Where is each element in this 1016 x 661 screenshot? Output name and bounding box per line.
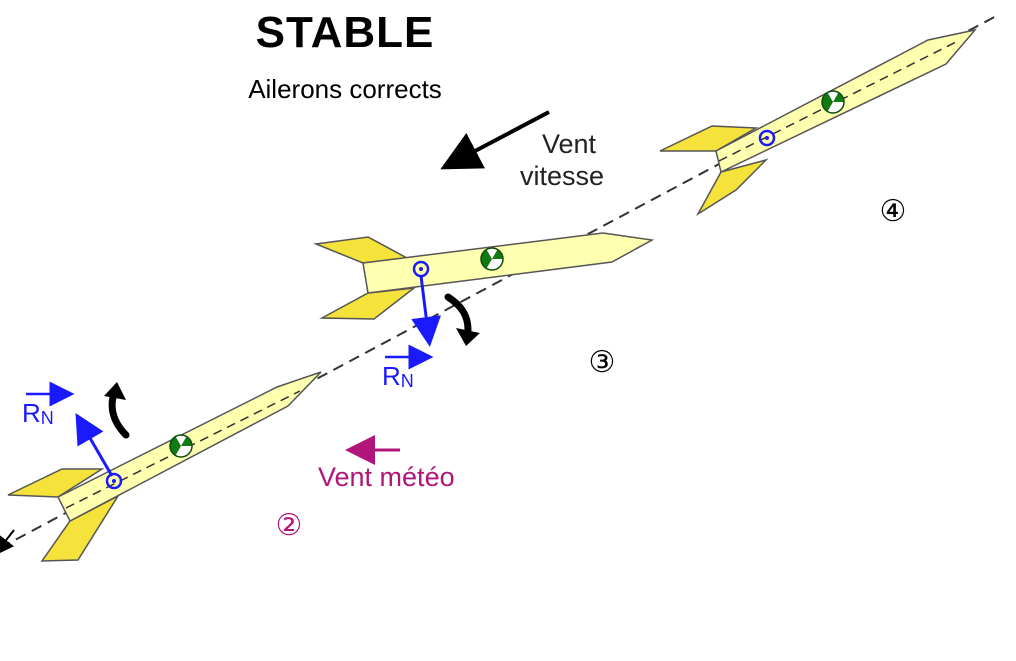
rocket-position-2	[0, 371, 322, 562]
wind-arrow-icon	[440, 110, 550, 170]
force-subscript: N	[400, 371, 414, 391]
rocket-position-3	[313, 232, 655, 347]
page-subtitle: Ailerons corrects	[248, 74, 442, 104]
normal-force-label-2: RN	[22, 398, 54, 429]
wind-speed-label: Vent vitesse	[520, 128, 604, 192]
page-title: STABLE	[255, 8, 435, 57]
position-label-4: ④	[880, 194, 907, 229]
force-symbol: R	[382, 361, 401, 391]
rocket-body	[362, 232, 655, 294]
normal-force-label-3: RN	[382, 361, 414, 392]
center-of-gravity-icon	[169, 434, 193, 458]
center-of-gravity-icon	[480, 247, 504, 271]
center-of-pressure-icon	[105, 472, 123, 490]
rocket-position-4	[659, 28, 978, 217]
center-of-gravity-icon	[821, 90, 845, 114]
position-label-2: ②	[276, 508, 303, 543]
normal-force-arrow	[75, 413, 114, 477]
wind-speed-line2: vitesse	[520, 161, 605, 191]
normal-force-arrow	[411, 275, 442, 347]
rocket-fin-bottom	[695, 158, 769, 217]
center-of-pressure-icon	[758, 129, 776, 147]
wind-speed-line1: Vent	[541, 129, 597, 159]
force-symbol: R	[22, 398, 41, 428]
rotation-arrow-icon	[444, 293, 472, 334]
wind-meteo-label: Vent météo	[318, 462, 455, 492]
force-subscript: N	[40, 408, 54, 428]
position-label-3: ③	[589, 345, 616, 380]
